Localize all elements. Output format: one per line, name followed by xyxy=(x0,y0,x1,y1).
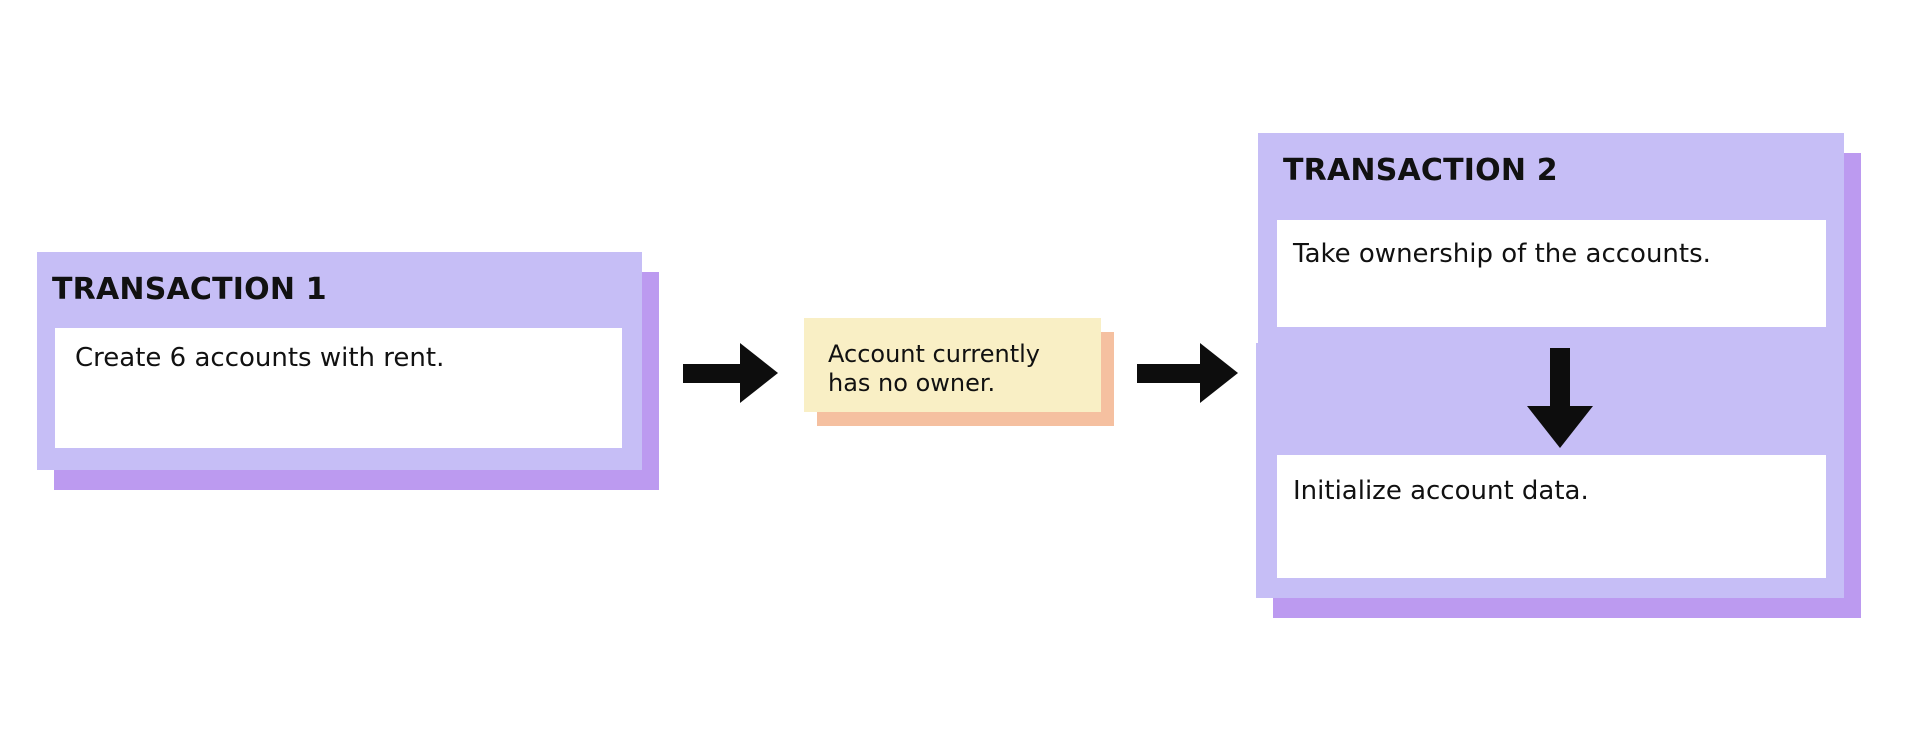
arrow-head xyxy=(740,343,778,403)
transaction1-title: TRANSACTION 1 xyxy=(52,272,327,307)
arrow-head xyxy=(1527,406,1593,448)
arrow-shaft xyxy=(1550,348,1570,406)
transaction2-card: TRANSACTION 2 Take ownership of the acco… xyxy=(1258,133,1844,345)
transaction2-step1-text: Take ownership of the accounts. xyxy=(1293,239,1711,269)
transaction1-step-text: Create 6 accounts with rent. xyxy=(75,343,445,373)
transaction1-card: TRANSACTION 1 Create 6 accounts with ren… xyxy=(37,252,642,470)
flow-arrow-right-icon xyxy=(1137,342,1238,403)
arrow-head xyxy=(1200,343,1238,403)
owner-note-line2: has no owner. xyxy=(828,369,996,397)
transaction2-lower-card: Initialize account data. xyxy=(1256,343,1844,598)
arrow-shaft xyxy=(683,364,743,383)
transaction2-step2-text: Initialize account data. xyxy=(1293,476,1589,506)
owner-note: Account currently has no owner. xyxy=(804,318,1101,412)
transaction2-step1-box: Take ownership of the accounts. xyxy=(1277,220,1826,327)
owner-note-line1: Account currently xyxy=(828,340,1040,368)
transaction2-step2-box: Initialize account data. xyxy=(1277,455,1826,578)
arrow-shaft xyxy=(1137,364,1203,383)
transaction1-step-box: Create 6 accounts with rent. xyxy=(55,328,622,448)
flow-arrow-down-icon xyxy=(1527,348,1593,448)
flow-arrow-right-icon xyxy=(683,342,778,403)
transaction2-title: TRANSACTION 2 xyxy=(1283,153,1558,188)
